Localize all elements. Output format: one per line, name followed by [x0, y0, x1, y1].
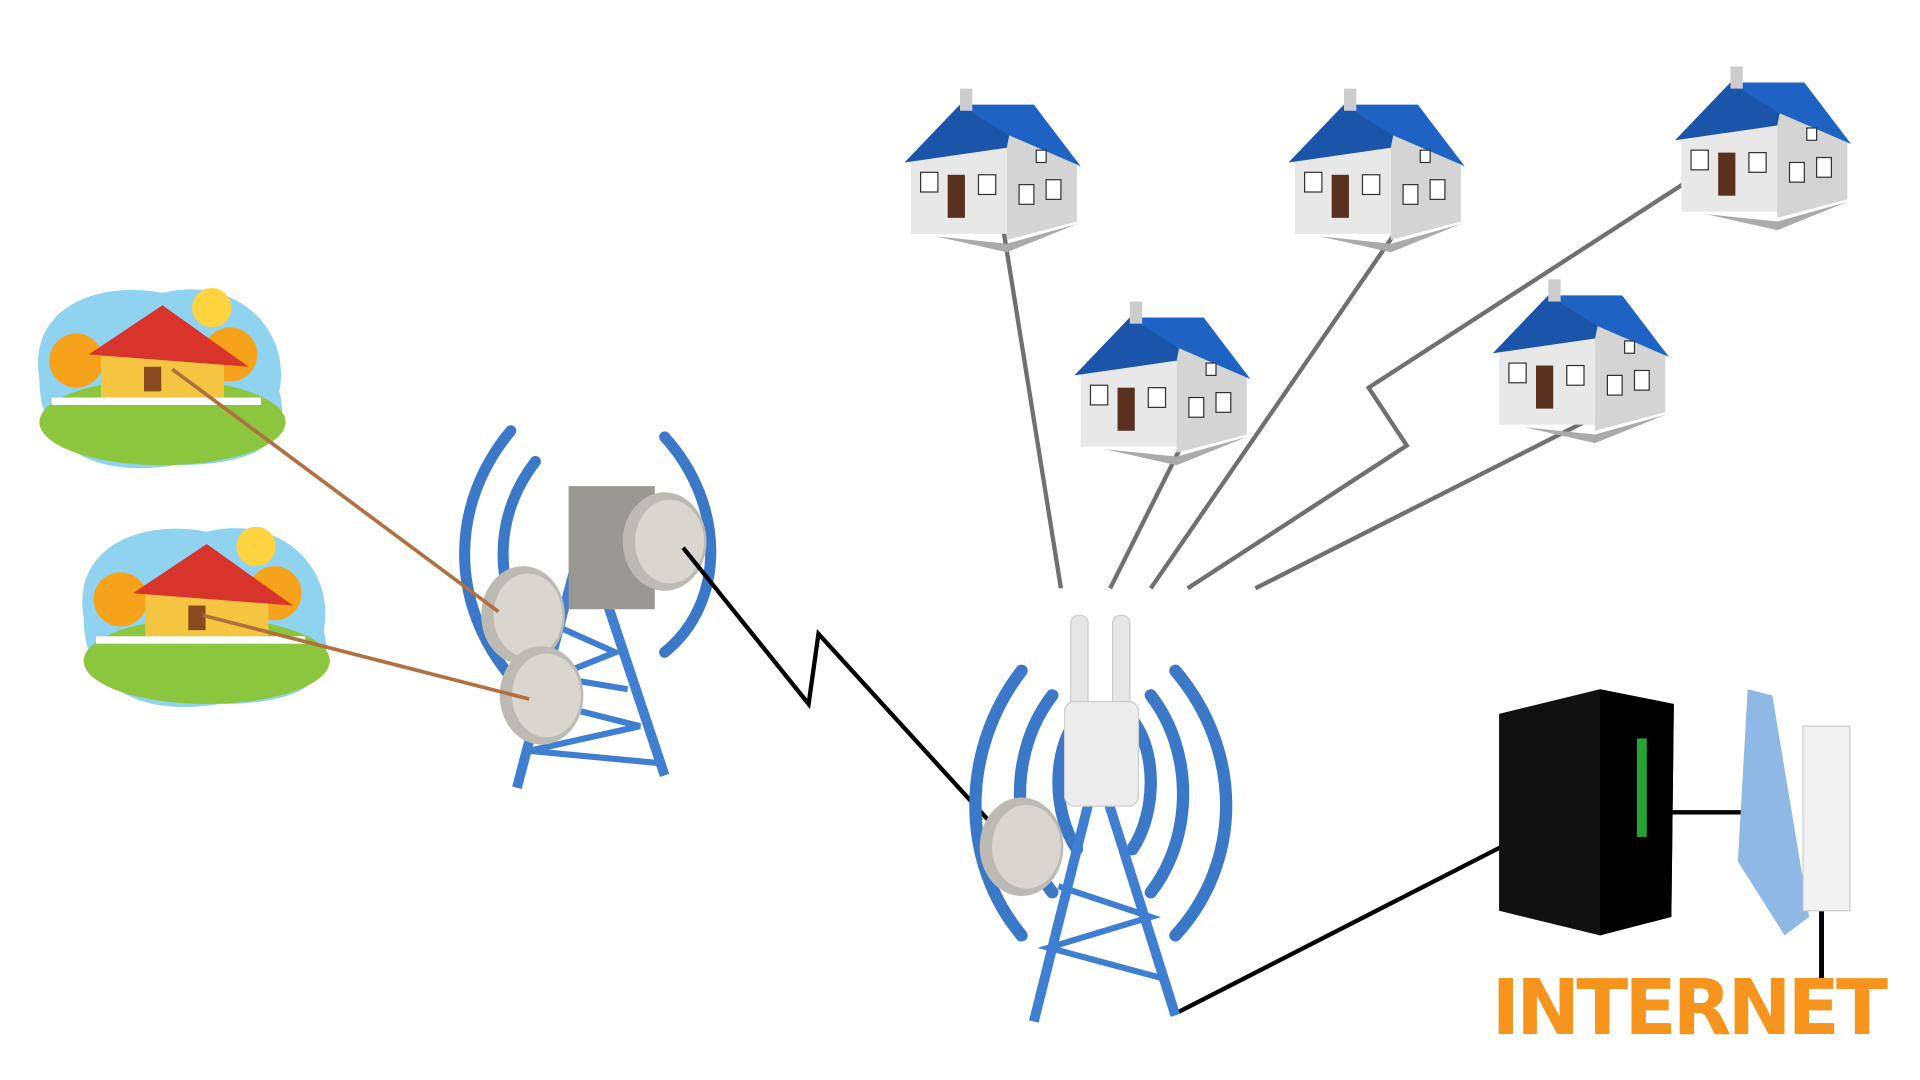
house-4	[1073, 300, 1252, 466]
router	[1737, 689, 1851, 936]
link-house-2	[1148, 232, 1397, 590]
house-5	[1492, 278, 1670, 444]
house-2	[1287, 88, 1466, 253]
internet-label: INTERNET	[1492, 963, 1888, 1052]
link-house-4	[1108, 444, 1184, 590]
relay-tower	[459, 425, 717, 789]
link-house-1	[1000, 227, 1064, 589]
cartoon-house-1	[38, 288, 286, 469]
house-1	[903, 88, 1082, 253]
link-relay-to-ap	[681, 546, 1011, 845]
house-3	[1674, 65, 1852, 231]
server	[1499, 689, 1674, 936]
link-house-5	[1254, 420, 1585, 591]
link-ap-to-server	[1178, 844, 1503, 1014]
link-house-3	[1186, 180, 1688, 591]
house-links	[1000, 180, 1688, 591]
backhaul-links	[681, 546, 1824, 1014]
cartoon-links	[171, 367, 530, 701]
access-point-tower	[969, 614, 1233, 1023]
